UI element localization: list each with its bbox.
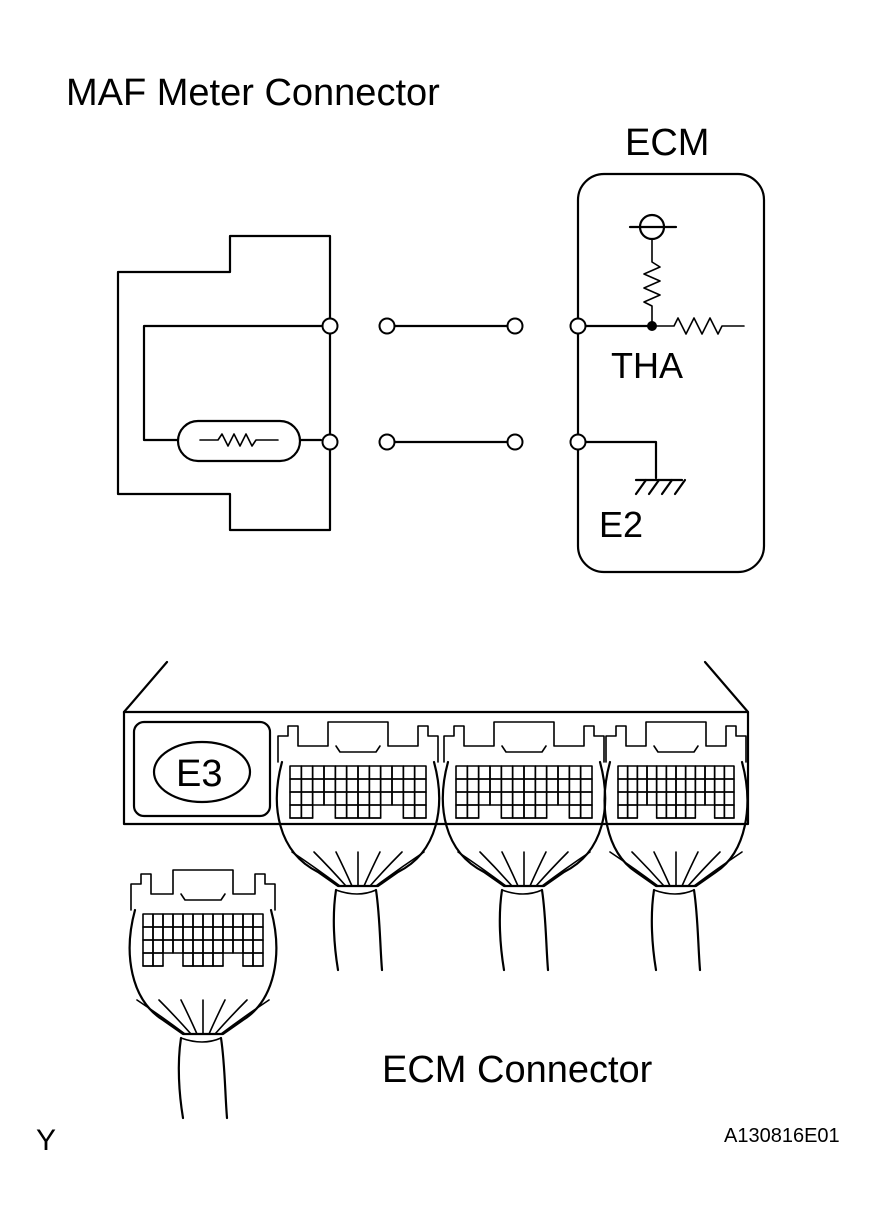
e2-label: E2 — [599, 504, 643, 545]
pin-grid — [142, 913, 264, 967]
e3-marker-oval — [152, 740, 252, 804]
maf-meter-title: MAF Meter Connector — [66, 72, 440, 114]
ecm-block: THA E2 — [569, 172, 766, 574]
e3-label-plate — [132, 720, 272, 818]
input-resistor-icon — [651, 317, 745, 335]
corner-mark: Y — [36, 1124, 56, 1157]
ground-icon — [634, 478, 687, 496]
ecm-connector-c — [603, 721, 749, 972]
ecm-terminal-tha — [569, 317, 587, 335]
pin-grid — [289, 765, 427, 819]
pin-grid — [617, 765, 735, 819]
maf-terminal-lower — [321, 433, 339, 451]
harness-wires — [378, 317, 524, 451]
figure-code: A130816E01 — [724, 1125, 840, 1147]
maf-meter-connector — [116, 234, 339, 532]
tha-label: THA — [611, 345, 683, 386]
loose-ecm-connector — [128, 869, 278, 1120]
pullup-resistor-icon — [643, 239, 661, 327]
e3-label: E3 — [176, 753, 222, 795]
ecm-connector-label: ECM Connector — [382, 1049, 653, 1091]
loose-connector-body — [128, 869, 278, 1120]
ecm-title: ECM — [625, 122, 709, 164]
pin-grid — [455, 765, 593, 819]
plugged-connector-group — [275, 721, 749, 972]
thermistor-resistor-icon — [199, 433, 279, 447]
thermistor-body — [176, 419, 302, 463]
ecm-housing: E3 — [122, 660, 750, 826]
ecm-connector-a — [275, 721, 441, 972]
ecm-terminal-e2 — [569, 433, 587, 451]
ecm-connector-b — [441, 721, 607, 972]
maf-terminal-upper — [321, 317, 339, 335]
